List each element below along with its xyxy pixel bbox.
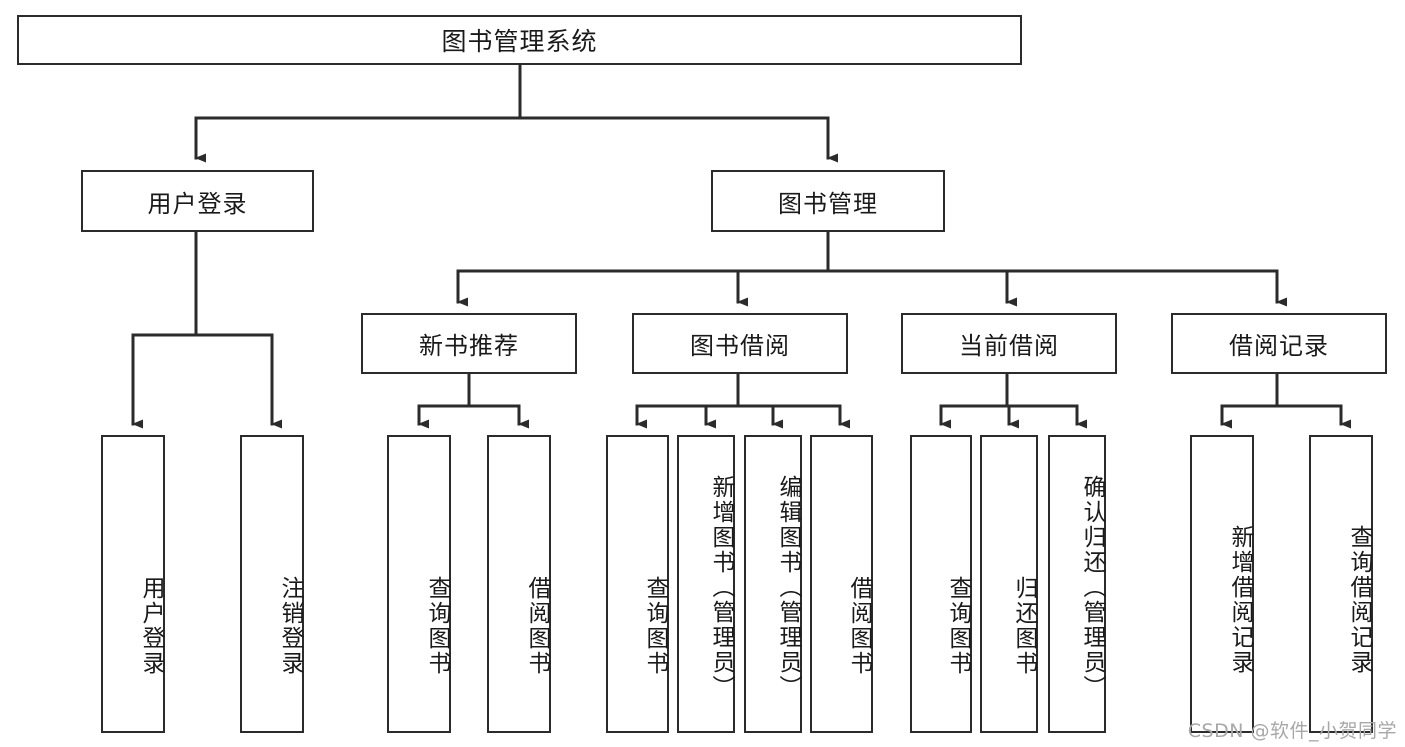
node-label: 图书管理: [778, 189, 878, 218]
node-label: 用户登录: [147, 189, 248, 218]
leaf-confirm-return-admin[interactable]: 确认归还（管理员）: [1048, 435, 1106, 733]
leaf-add-book-admin[interactable]: 新增图书（管理员）: [677, 435, 735, 733]
leaf-borrow-book-borrow[interactable]: 借阅图书: [810, 435, 873, 733]
node-current-borrow[interactable]: 当前借阅: [901, 313, 1117, 374]
node-new-book-recommend[interactable]: 新书推荐: [361, 313, 577, 374]
leaf-query-book-recommend[interactable]: 查询图书: [387, 435, 451, 733]
leaf-logout-login[interactable]: 注销登录: [240, 435, 304, 733]
node-label: 查询图书: [424, 576, 450, 676]
node-label: 图书借阅: [690, 332, 790, 360]
leaf-edit-book-admin[interactable]: 编辑图书（管理员）: [744, 435, 802, 733]
leaf-query-book-current[interactable]: 查询图书: [910, 435, 972, 733]
node-borrow-record[interactable]: 借阅记录: [1171, 313, 1387, 374]
node-label: 当前借阅: [959, 332, 1059, 360]
leaf-query-book-borrow[interactable]: 查询图书: [606, 435, 669, 733]
node-label: 注销登录: [277, 576, 303, 676]
node-user-login[interactable]: 用户登录: [81, 170, 314, 232]
leaf-query-borrow-record[interactable]: 查询借阅记录: [1309, 435, 1373, 733]
node-label: 用户登录: [138, 576, 164, 676]
node-label: 新增借阅记录: [1227, 525, 1253, 675]
node-root-system[interactable]: 图书管理系统: [17, 15, 1022, 65]
node-label: 确认归还（管理员）: [1079, 474, 1105, 700]
node-label: 图书管理系统: [441, 27, 598, 56]
node-label: 借阅图书: [846, 576, 872, 676]
node-label: 查询图书: [945, 576, 971, 676]
node-label: 查询借阅记录: [1346, 525, 1372, 675]
node-book-borrow[interactable]: 图书借阅: [632, 313, 848, 374]
node-label: 查询图书: [642, 576, 668, 676]
node-label: 借阅记录: [1229, 332, 1329, 360]
node-label: 新书推荐: [419, 332, 519, 360]
node-label: 借阅图书: [524, 576, 550, 676]
leaf-user-login[interactable]: 用户登录: [101, 435, 165, 733]
node-book-management[interactable]: 图书管理: [711, 170, 945, 232]
node-label: 新增图书（管理员）: [708, 474, 734, 700]
node-label: 编辑图书（管理员）: [775, 474, 801, 700]
node-label: 归还图书: [1011, 576, 1037, 676]
leaf-borrow-book-recommend[interactable]: 借阅图书: [487, 435, 551, 733]
leaf-add-borrow-record[interactable]: 新增借阅记录: [1190, 435, 1254, 733]
leaf-return-book[interactable]: 归还图书: [980, 435, 1038, 733]
